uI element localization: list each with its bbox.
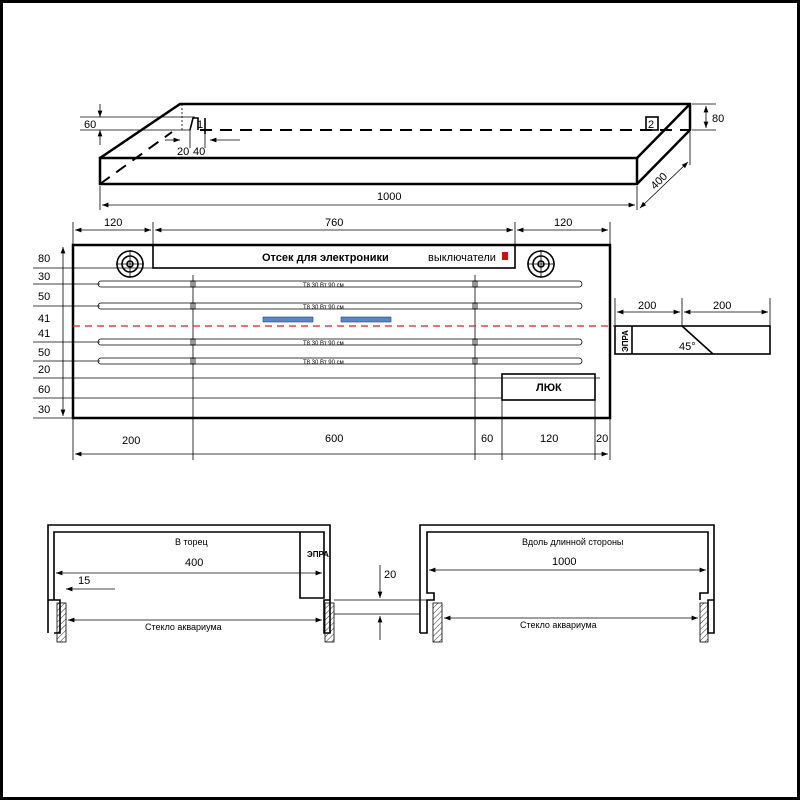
dim-bottom: 20 [596,433,608,445]
dim-bottom: 200 [122,435,140,447]
side-view: 200 200 ЭПРА 45° [614,298,771,355]
iso-top-outline [99,102,692,185]
long-glass-label: Стекло аквариума [520,620,597,630]
fan-strip [340,316,392,323]
row-dim: 50 [38,291,50,303]
fan-icon [527,250,555,278]
lamp-label: Т8 30 Вт 90 см [303,360,344,366]
glass [324,602,335,643]
gap-dim: 20 [384,569,396,581]
section-gap: 20 [334,565,434,640]
row-dim: 20 [38,364,50,376]
dim-top-left: 120 [104,217,122,229]
angle-label: 45° [679,341,696,353]
row-dim: 60 [38,384,50,396]
row-dim: 30 [38,271,50,283]
lamp-label: Т8 30 Вт 90 см [303,305,344,311]
top-view: 120 760 120 80 30 50 41 41 50 20 60 30 О… [33,217,614,460]
dim-bottom: 120 [540,433,558,445]
dim-1000: 1000 [377,191,401,203]
long-width: 1000 [552,556,576,568]
electronics-compartment [152,244,516,269]
end-title: В торец [175,537,208,547]
marker-1: 1 [197,119,203,131]
fan-icon [116,250,144,278]
iso-front-face [98,156,639,186]
dim-top-right: 120 [554,217,572,229]
dim-top-middle: 760 [325,217,343,229]
end-ballast-label: ЭПРА [307,550,329,559]
lamp: Т8 30 Вт 90 см [97,338,583,347]
row-dim: 30 [38,404,50,416]
dim-400: 400 [649,171,670,192]
row-dim: 41 [38,328,50,340]
long-title: Вдоль длинной стороны [522,537,623,547]
iso-view: 1 2 60 20 40 80 400 1000 [80,102,724,210]
glass [56,602,67,643]
switch-indicator [502,252,508,260]
dim-60: 60 [84,119,96,131]
lamp-label: Т8 30 Вт 90 см [303,341,344,347]
section-long: Вдоль длинной стороны 1000 Стекло аквари… [419,524,715,643]
lamp-label: Т8 30 Вт 90 см [303,283,344,289]
side-ballast-label: ЭПРА [621,330,630,352]
lamp: Т8 30 Вт 90 см [97,357,583,366]
dim-40: 40 [193,146,205,158]
marker-2: 2 [648,119,654,131]
section-end: В торец 400 ЭПРА 15 Стекло аквариума [47,524,335,643]
row-dim: 80 [38,253,50,265]
end-offset-dim: 15 [78,575,90,587]
glass [699,602,709,643]
electronics-label: Отсек для электроники [262,252,389,264]
hatch-box [501,373,596,401]
dim-bottom: 600 [325,433,343,445]
dim-80: 80 [712,113,724,125]
end-glass-label: Стекло аквариума [145,622,222,632]
row-dim: 50 [38,347,50,359]
dim-bottom: 60 [481,433,493,445]
side-dim: 200 [713,300,731,312]
switches-label: выключатели [428,252,496,264]
fan-strip [262,316,314,323]
side-dim: 200 [638,300,656,312]
lamp: Т8 30 Вт 90 см [97,280,583,289]
end-width: 400 [185,557,203,569]
technical-drawing: 1 2 60 20 40 80 400 1000 [33,102,771,643]
dim-20: 20 [177,146,189,158]
glass [432,602,443,643]
row-dim: 41 [38,313,50,325]
lamp: Т8 30 Вт 90 см [97,302,583,311]
hatch-label: ЛЮК [536,382,562,394]
